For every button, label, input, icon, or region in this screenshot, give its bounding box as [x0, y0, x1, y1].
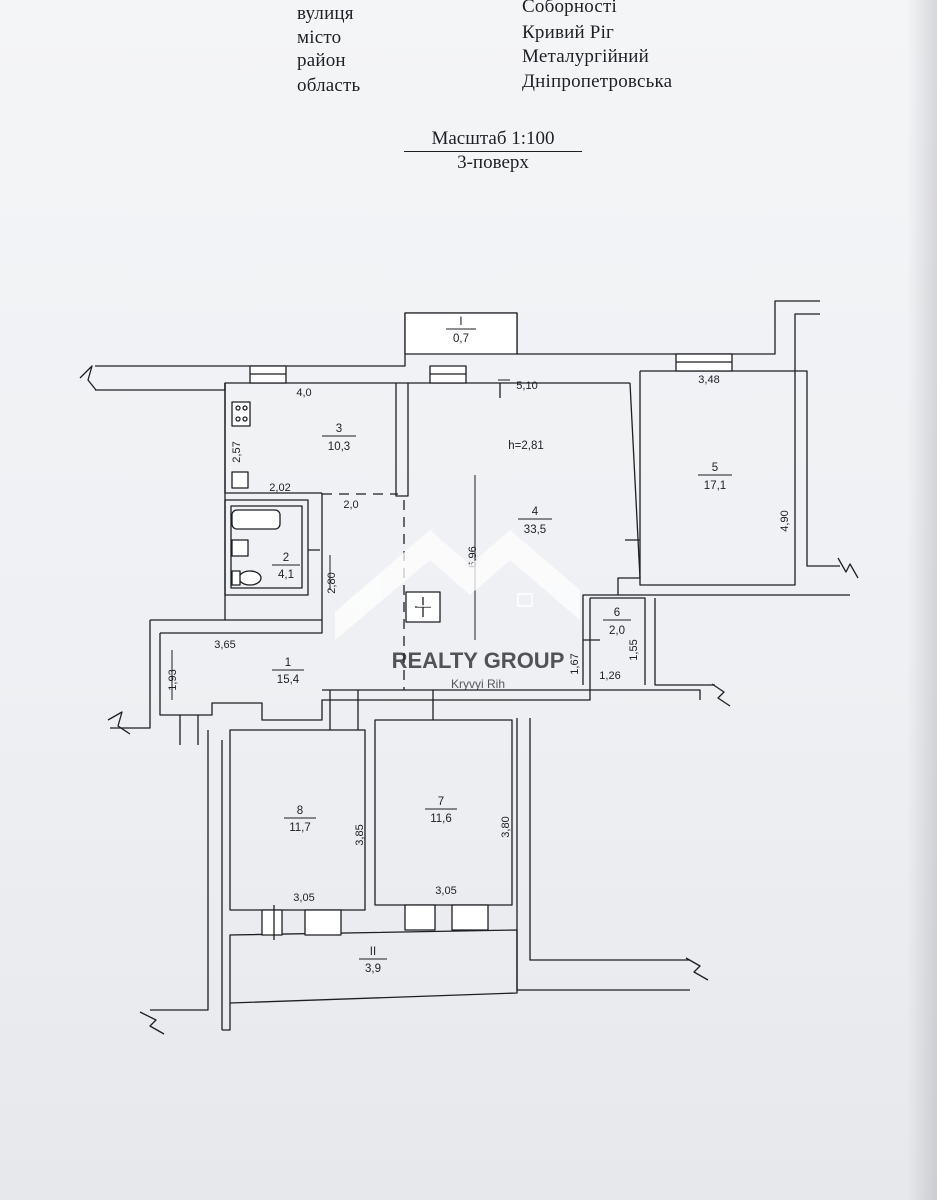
room-8-number: 8 — [297, 805, 303, 817]
dim-3-85: 3,85 — [354, 824, 366, 845]
room-4-area: 33,5 — [524, 524, 546, 536]
wall-bottom-outer — [222, 1003, 231, 1031]
watermark-logo-icon — [335, 530, 580, 640]
wall-room6 — [589, 597, 646, 685]
dim-3-05-a: 3,05 — [293, 892, 314, 904]
wall-room5 — [639, 371, 796, 586]
room-5-number: 5 — [712, 462, 718, 474]
wall-right-outer — [795, 370, 840, 567]
dimension-labels: 4,0 5,10 3,48 2,57 2,02 2,0 6,96 4,90 2,… — [167, 374, 791, 904]
wall-lower-right — [516, 718, 690, 991]
dim-2-02: 2,02 — [269, 482, 290, 494]
room-II-area: 3,9 — [365, 963, 381, 975]
wall-bath-outer — [230, 505, 303, 589]
room-7-area: 11,6 — [430, 813, 452, 825]
door-ticks — [179, 383, 640, 940]
room-8-area: 11,7 — [289, 822, 311, 834]
dim-lines — [171, 379, 656, 700]
dim-3-48: 3,48 — [698, 374, 719, 386]
bath-sink — [231, 539, 249, 557]
break-bottom-right — [685, 957, 709, 981]
room-I-outline — [404, 312, 518, 355]
windows — [249, 353, 733, 936]
dim-2-80: 2,80 — [326, 572, 338, 593]
wall-lower-band — [322, 689, 701, 700]
dim-2-0: 2,0 — [343, 499, 358, 511]
dim-1-26: 1,26 — [599, 670, 620, 682]
dim-5-10: 5,10 — [516, 380, 537, 392]
wall-room1-outer — [110, 619, 225, 729]
room-1-area: 15,4 — [277, 674, 300, 686]
room-6-number: 6 — [614, 607, 620, 619]
dim-1-93: 1,93 — [167, 669, 179, 690]
kitchen-sink — [231, 471, 249, 489]
toilet — [238, 570, 262, 586]
break-left-top — [79, 365, 97, 391]
room-II-outline — [229, 929, 518, 1004]
room-I-number: I — [459, 316, 462, 328]
dim-3-80: 3,80 — [500, 816, 512, 837]
dim-1-67: 1,67 — [569, 653, 581, 674]
region-label: область — [297, 75, 361, 96]
scale-title: Масштаб 1:100 — [404, 128, 582, 152]
break-right-mid — [837, 557, 859, 579]
dim-3-05-b: 3,05 — [435, 885, 456, 897]
wall-room4-right — [582, 382, 641, 685]
region-value: Дніпропетровська — [522, 71, 673, 92]
wall-room6-outer — [654, 598, 715, 686]
dim-4-0: 4,0 — [296, 387, 311, 399]
room-2-number: 2 — [283, 552, 289, 564]
floor-title: 3-поверх — [457, 152, 529, 173]
room-7-number: 7 — [438, 796, 444, 808]
stove-fixture — [231, 401, 251, 427]
ceiling-height: h=2,81 — [508, 440, 544, 452]
wall-left-column — [224, 383, 323, 630]
street-value: Соборності — [522, 0, 617, 17]
room-I-area: 0,7 — [453, 333, 469, 345]
break-right-lower — [711, 683, 731, 707]
room-8-outline — [229, 729, 366, 911]
dim-2-57: 2,57 — [231, 441, 243, 462]
room-7-outline — [374, 719, 513, 906]
dim-4-90: 4,90 — [779, 510, 791, 531]
watermark: REALTY GROUP Kryvyi Rih — [335, 530, 580, 691]
wall-lower-left — [150, 730, 223, 1030]
room-labels: I 0,7 3 10,3 4 33,5 5 17,1 2 4,1 6 2,0 1… — [272, 316, 732, 975]
bathtub — [231, 509, 281, 530]
city-value: Кривий Ріг — [522, 22, 615, 43]
city-label: місто — [297, 27, 342, 48]
room-5-area: 17,1 — [704, 480, 726, 492]
district-value: Металургійний — [522, 46, 650, 67]
wall-partition-34 — [395, 383, 409, 497]
dim-1-55: 1,55 — [628, 639, 640, 660]
room-3-area: 10,3 — [328, 441, 350, 453]
room-4-number: 4 — [532, 506, 539, 518]
room-1-number: 1 — [285, 657, 291, 669]
district-label: район — [297, 50, 346, 71]
watermark-brand: REALTY GROUP — [392, 648, 565, 673]
room-6-area: 2,0 — [609, 625, 625, 637]
break-left-mid — [107, 711, 131, 735]
wall-room1 — [159, 630, 591, 721]
room-2-area: 4,1 — [278, 569, 294, 581]
room-II-number: II — [370, 946, 376, 958]
room-3-number: 3 — [336, 423, 342, 435]
dim-3-65: 3,65 — [214, 639, 235, 651]
street-label: вулиця — [297, 3, 354, 24]
break-bottom-left — [139, 1011, 165, 1035]
page-edge-shadow — [907, 0, 937, 1200]
dashed-partition — [322, 493, 405, 690]
watermark-city: Kryvyi Rih — [451, 677, 505, 691]
